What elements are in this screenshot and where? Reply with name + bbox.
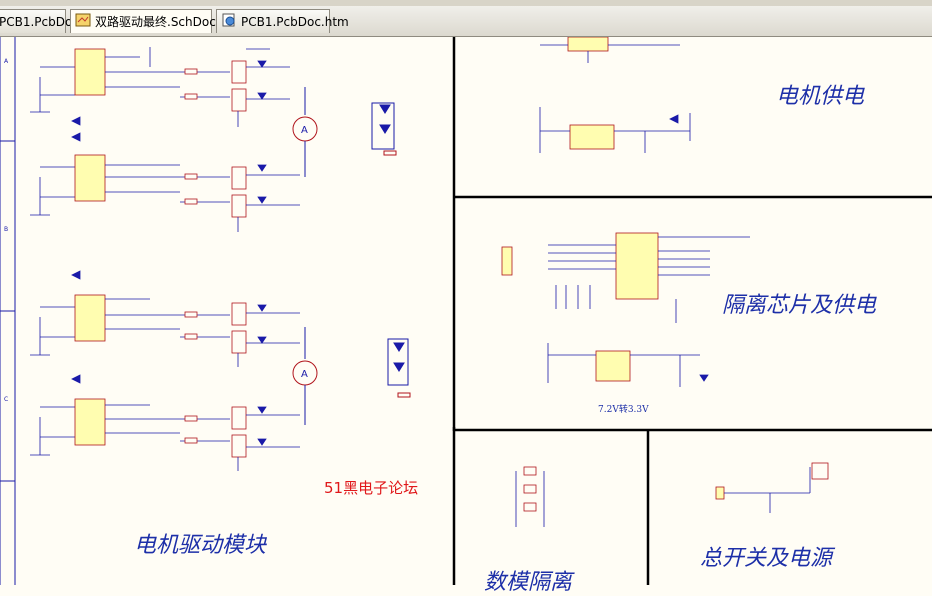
led-group-2 bbox=[387, 338, 411, 398]
main-power-circuit bbox=[715, 462, 829, 513]
tab-label: PCB1.PcbDoc.htm bbox=[241, 15, 349, 29]
tab-pcb1-pcbdoc[interactable]: PCB1.PcbDoc bbox=[0, 9, 79, 33]
section-title-main-switch-power: 总开关及电源 bbox=[700, 546, 833, 571]
tab-schematic-doc[interactable]: 双路驱动最终.SchDoc bbox=[70, 9, 216, 35]
tab-label: 双路驱动最终.SchDoc bbox=[95, 15, 216, 29]
led-group-1 bbox=[371, 102, 397, 156]
svg-text:A: A bbox=[4, 58, 9, 65]
svg-text:C: C bbox=[4, 396, 8, 403]
motor-2: A bbox=[292, 327, 318, 425]
driver-channel-2 bbox=[30, 132, 300, 232]
tab-pcb1-pcbdoc-htm[interactable]: PCB1.PcbDoc.htm bbox=[216, 9, 349, 35]
ldo-regulator bbox=[547, 343, 709, 387]
driver-channel-4 bbox=[30, 374, 300, 471]
svg-text:A: A bbox=[301, 125, 308, 136]
svg-text:B: B bbox=[4, 226, 8, 233]
watermark-text: 51黑电子论坛 bbox=[324, 479, 419, 497]
section-title-isolation-chip: 隔离芯片及供电 bbox=[722, 293, 877, 318]
motor-1: A bbox=[292, 87, 318, 177]
driver-channel-3 bbox=[30, 270, 300, 367]
schematic-doc-icon bbox=[75, 11, 91, 35]
section-title-digital-analog-isolation: 数模隔离 bbox=[484, 570, 573, 595]
section-title-motor-drive: 电机驱动模块 bbox=[134, 533, 267, 558]
html-doc-icon bbox=[221, 11, 237, 35]
tab-label: PCB1.PcbDoc bbox=[0, 15, 79, 29]
svg-text:A: A bbox=[301, 369, 308, 380]
isolation-chip bbox=[501, 232, 750, 323]
section-title-motor-power: 电机供电 bbox=[776, 84, 865, 109]
driver-channel-1 bbox=[30, 47, 290, 127]
schematic-canvas[interactable]: A B C bbox=[0, 36, 932, 595]
motor-power-circuit bbox=[539, 36, 691, 153]
regulator-caption: 7.2V转3.3V bbox=[598, 405, 649, 415]
document-tab-bar: PCB1.PcbDoc 双路驱动最终.SchDoc PCB1.PcbDoc.ht… bbox=[0, 6, 932, 37]
schematic-drawing: A B C bbox=[0, 36, 932, 585]
digital-analog-isolation-circuit bbox=[515, 466, 545, 527]
